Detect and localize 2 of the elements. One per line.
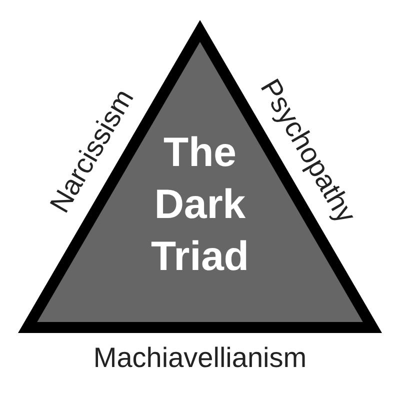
triangle-title: The Dark Triad — [150, 128, 250, 281]
base-label: Machiavellianism — [93, 342, 307, 374]
